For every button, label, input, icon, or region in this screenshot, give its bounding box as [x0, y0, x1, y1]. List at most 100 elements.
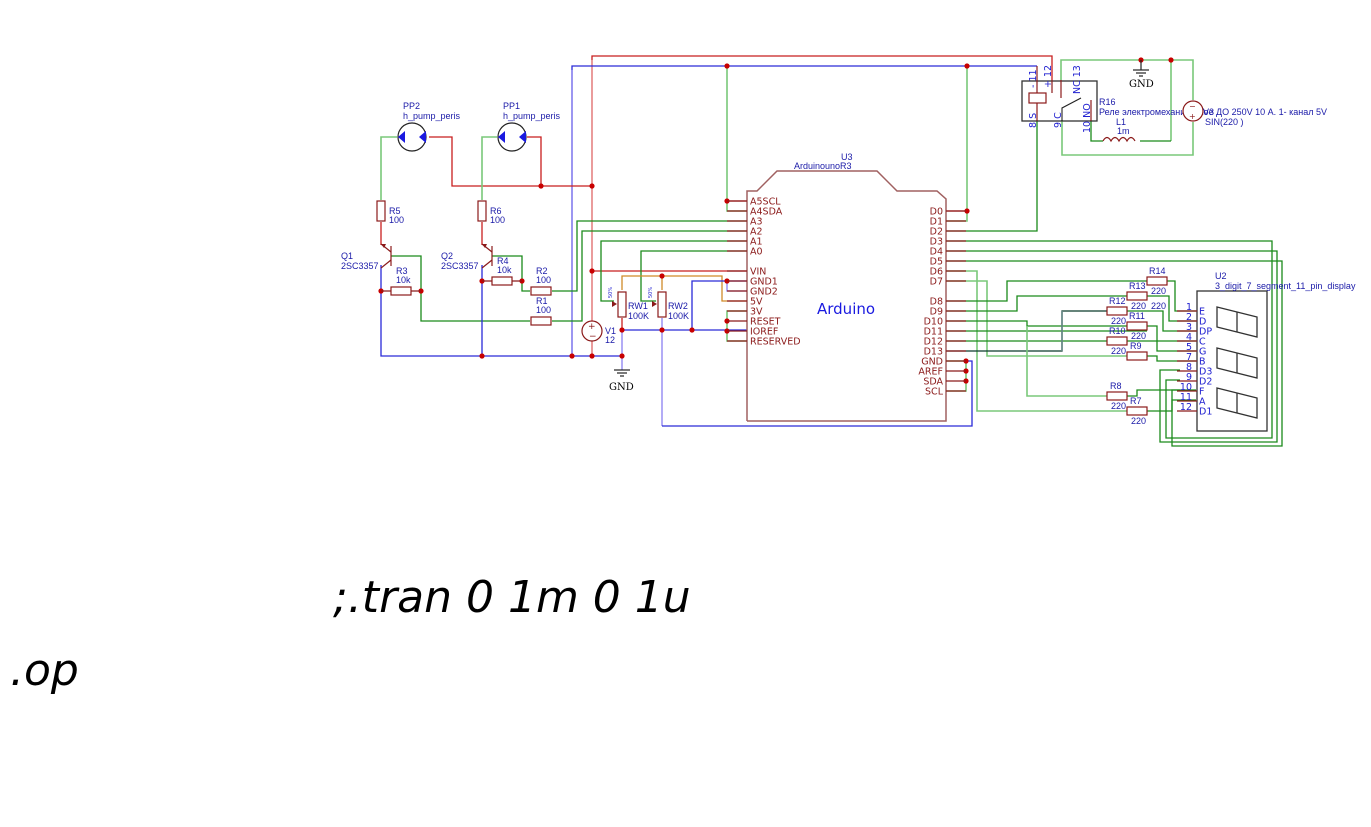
source-circle: [581, 320, 603, 342]
minus-icon: −: [589, 332, 597, 342]
pin-label-d4: D4: [930, 247, 943, 258]
source-circle: [1182, 100, 1204, 122]
wire-3v-reserved: [726, 310, 747, 342]
plus-icon: +: [588, 322, 596, 332]
junction: [724, 63, 730, 69]
pin-label-sda: SDA: [923, 377, 943, 388]
relay-pin-label: 10 NO: [1082, 103, 1093, 133]
pin-label-scl: SCL: [925, 387, 944, 398]
digit-segment-icon: [1216, 387, 1258, 419]
r1-value: 100: [536, 305, 551, 315]
digit-3: [1216, 387, 1258, 419]
relay-pin-label: 9 C: [1053, 112, 1064, 128]
resistor-r8[interactable]: R8 220: [1106, 381, 1128, 411]
wire-q1-emitter: [380, 265, 622, 357]
wire-d4: [946, 250, 1278, 443]
pump-pp1[interactable]: PP1 h_pump_peris: [497, 101, 561, 152]
resistor-r6[interactable]: R6 100: [477, 200, 505, 225]
r5-ref: R5: [389, 206, 401, 216]
resistor-r1[interactable]: R1 100: [530, 296, 552, 326]
pin-label-a2: A2: [750, 227, 763, 238]
wire-r1-a2: [552, 230, 747, 322]
wire-a1: [600, 240, 747, 302]
resistor-body: [1146, 276, 1168, 286]
display-pin-name: A: [1199, 397, 1206, 408]
display-pin-name: E: [1199, 307, 1205, 318]
junction: [619, 353, 625, 359]
pin-label-d5: D5: [930, 257, 943, 268]
wire-pp1-plus: [527, 136, 542, 186]
q2-value: 2SC3357: [441, 261, 479, 271]
v1-value: 12: [605, 335, 615, 345]
pin-label-a4sda: A4SDA: [750, 207, 783, 218]
arduino-u3[interactable]: U3 ArduinounoR3 Arduino A5SCLA4SDAA3A2A1…: [727, 152, 966, 422]
resistor-body: [530, 316, 552, 326]
potentiometer-rw1[interactable]: 50% RW1 100K: [608, 287, 649, 321]
potentiometer-rw2[interactable]: 50% RW2 100K: [648, 287, 689, 321]
rw2-wiper: 50%: [648, 287, 654, 298]
resistor-body: [1126, 351, 1148, 361]
voltage-source-v1[interactable]: + − V1 12: [581, 320, 616, 345]
resistor-r2[interactable]: R2 100: [530, 266, 552, 296]
resistor-body: [1126, 321, 1148, 331]
resistor-r4[interactable]: R4 10k: [482, 256, 522, 286]
r2-value: 100: [536, 275, 551, 285]
r13-ref: R13: [1129, 281, 1146, 291]
pp1-ref: PP1: [503, 101, 520, 111]
rw1-wiper: 50%: [608, 287, 614, 298]
transistor-q2[interactable]: Q2 2SC3357: [441, 243, 493, 271]
r9-ref: R9: [1130, 341, 1142, 351]
wire-r11-c: [1147, 325, 1196, 342]
spice-directive-op[interactable]: .op: [10, 645, 79, 696]
resistor-body: [530, 286, 552, 296]
inductor-l1[interactable]: L1 1m: [1102, 117, 1136, 143]
transistor-q1[interactable]: Q1 2SC3357: [341, 243, 392, 271]
relay-r16[interactable]: - 11 + 12 NC 13 8 S 9 C 10 NO R16 Реле э…: [1021, 65, 1327, 133]
wire-d2: [946, 120, 1038, 232]
pin-label-3v: 3V: [750, 307, 763, 318]
display-pin-name: D1: [1199, 407, 1212, 418]
r8-ref: R8: [1110, 381, 1122, 391]
resistor-r5[interactable]: R5 100: [376, 200, 404, 225]
wire-gnd-bottom: [662, 360, 973, 427]
r16-ref: R16: [1099, 97, 1116, 107]
digit-segment-icon: [1216, 306, 1258, 338]
r13-value: 220: [1151, 301, 1166, 311]
transistor-collector: [380, 259, 392, 269]
pump-pp2[interactable]: PP2 h_pump_peris: [397, 101, 461, 152]
ac-source-v3[interactable]: − + V3 SIN(220 ): [1182, 100, 1244, 127]
wire-pp1-r6: [481, 136, 497, 200]
wire-d7: [946, 280, 1127, 357]
spice-directive-tran[interactable]: ;.tran 0 1m 0 1u: [333, 572, 691, 623]
junction: [659, 327, 665, 333]
pp2-value: h_pump_peris: [403, 111, 461, 121]
wire-pp2-r5: [380, 136, 397, 200]
resistor-body: [376, 200, 386, 222]
relay-pin-label: NC 13: [1072, 65, 1083, 94]
rw1-ref: RW1: [628, 301, 648, 311]
resistor-r3[interactable]: R3 10k: [381, 266, 421, 296]
pin-label-reset: RESET: [750, 317, 781, 328]
wires: [380, 55, 1283, 447]
pump-arrow-icon: [419, 131, 426, 143]
r8-value: 220: [1111, 401, 1126, 411]
r10-value: 220: [1131, 331, 1146, 341]
wire-d0: [946, 66, 968, 222]
wire-r2-a3: [552, 220, 747, 292]
resistor-r13[interactable]: R13 220: [1126, 281, 1166, 311]
r6-ref: R6: [490, 206, 502, 216]
gnd-label: GND: [609, 382, 634, 393]
r14-ref: R14: [1149, 266, 1166, 276]
